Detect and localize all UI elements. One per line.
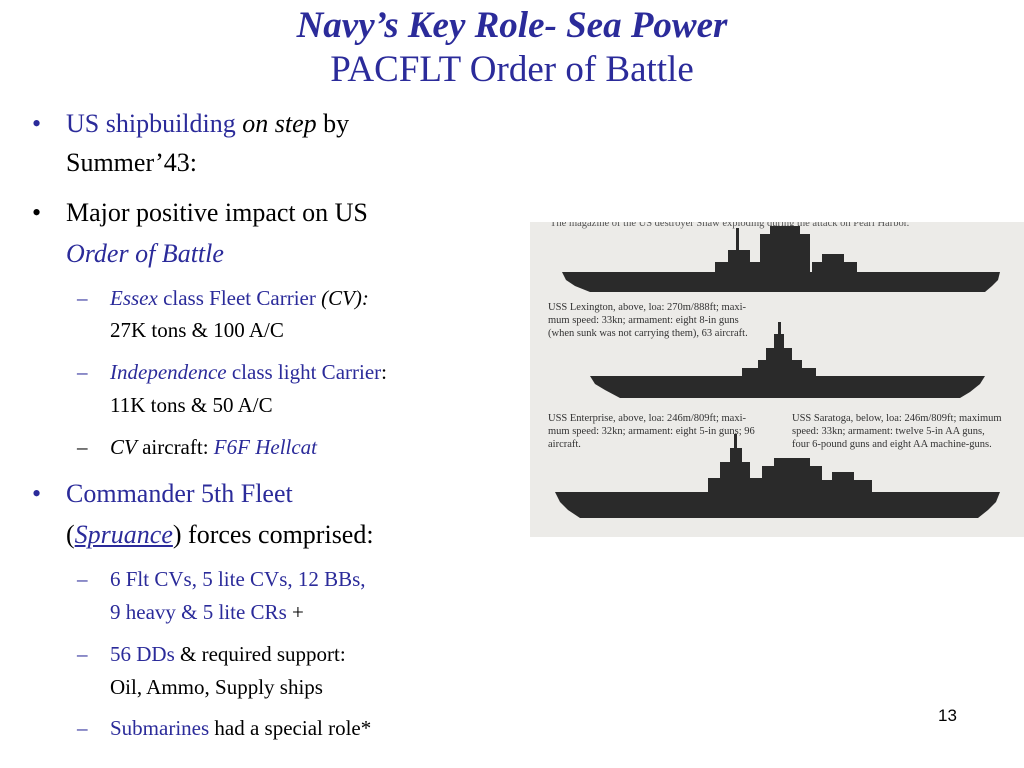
bullet-text: Commander 5th Fleet	[66, 479, 293, 508]
saratoga-caption: USS Saratoga, below, loa: 246m/809ft; ma…	[792, 413, 1002, 450]
sub-bullet-text: 11K tons & 50 A/C	[110, 393, 273, 417]
page-number: 13	[938, 706, 957, 725]
enterprise-silhouette	[590, 322, 985, 398]
sub-bullet-text: :	[381, 360, 387, 384]
sub-bullet-text: 6 Flt CVs, 5 lite CVs, 12 BBs,	[110, 567, 366, 591]
title-line-1: Navy’s Key Role- Sea Power	[296, 5, 728, 46]
bullet-text: ) forces comprised:	[172, 520, 374, 549]
bullet-text: Major positive impact on US	[66, 198, 368, 227]
sub-bullet-text: 56 DDs	[110, 642, 175, 666]
sub-bullet-text: class light Carrier	[226, 360, 382, 384]
bullet-marker: •	[32, 479, 42, 508]
sub-bullet-text: & required support:	[174, 642, 346, 666]
dash-marker: –	[77, 360, 88, 384]
sub-bullet-text: +	[286, 600, 304, 624]
ship-silhouettes	[555, 226, 1000, 518]
figure-top-caption: The magazine of the US destroyer Shaw ex…	[550, 222, 910, 229]
lexington-silhouette	[562, 226, 1000, 292]
saratoga-silhouette	[555, 434, 1000, 518]
dash-marker: –	[77, 286, 88, 310]
aircraft-name: F6F Hellcat	[213, 435, 318, 459]
sub-bullet-text: class Fleet Carrier	[157, 286, 322, 310]
lexington-caption: USS Lexington, above, loa: 270m/888ft; m…	[548, 302, 748, 339]
dash-marker: –	[77, 567, 88, 591]
carrier-silhouettes-figure: The magazine of the US destroyer Shaw ex…	[530, 222, 1024, 537]
commander-name: Spruance	[74, 520, 173, 549]
bullet-marker: •	[32, 109, 42, 138]
bullet-marker: •	[32, 198, 42, 227]
bullet-emphasis: on step	[242, 109, 317, 138]
bullet-text: (	[66, 520, 75, 549]
sub-bullet-text: Submarines	[110, 716, 210, 740]
sub-bullet-text: 27K tons & 100 A/C	[110, 318, 284, 342]
title-line-2: PACFLT Order of Battle	[330, 49, 694, 90]
bullet-text: Summer’43:	[66, 148, 197, 177]
ship-class: Independence	[110, 360, 227, 384]
sub-bullet-text: 9 heavy & 5 lite CRs	[110, 600, 287, 624]
sub-bullet-text: (CV):	[321, 286, 369, 310]
bullet-text: by	[316, 109, 350, 138]
bullet-text: US shipbuilding	[66, 109, 243, 138]
sub-bullet-text: aircraft:	[136, 435, 214, 459]
bullet-text: Order of Battle	[66, 239, 224, 268]
ship-class: Essex	[110, 286, 158, 310]
sub-bullet-text: had a special role*	[209, 716, 372, 740]
sub-bullet-text: CV	[110, 435, 137, 459]
slide-title: Navy’s Key Role- Sea Power PACFLT Order …	[0, 4, 1024, 92]
dash-marker: –	[77, 642, 88, 666]
sub-bullet-text: Oil, Ammo, Supply ships	[110, 675, 323, 699]
enterprise-caption: USS Enterprise, above, loa: 246m/809ft; …	[548, 413, 755, 450]
dash-marker: –	[77, 716, 88, 740]
dash-marker: –	[77, 435, 88, 459]
